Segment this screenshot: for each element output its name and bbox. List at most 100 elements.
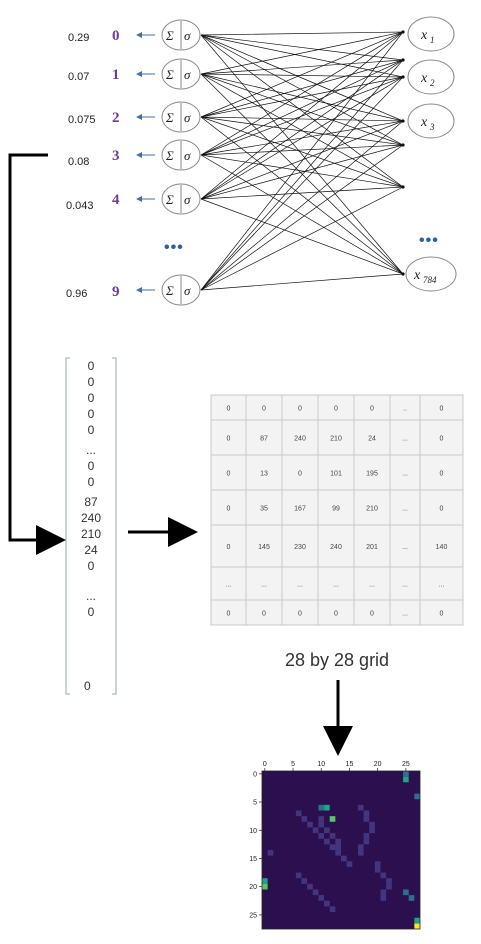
sum-symbol: Σ [165, 148, 174, 163]
connection-line [200, 73, 404, 78]
heatmap-cell [363, 810, 370, 817]
y-tick-label: 0 [253, 771, 257, 778]
grid-cell: 0 [334, 611, 338, 618]
connection-line [200, 154, 404, 188]
heatmap-cell [312, 889, 319, 896]
grid-cell: 0 [227, 506, 231, 513]
grid-cell: 0 [262, 611, 266, 618]
grid-cell: 0 [298, 611, 302, 618]
connection-line [200, 34, 404, 78]
connection-line [200, 116, 404, 146]
grid-cell: 0 [227, 544, 231, 551]
grid-cell: 0 [227, 436, 231, 443]
heatmap-cell [380, 872, 387, 879]
sigma-symbol: σ [184, 67, 191, 82]
heatmap-cell [403, 889, 409, 896]
heatmap-cell [374, 861, 381, 867]
y-tick-label: 10 [249, 828, 257, 835]
sigma-symbol: σ [184, 148, 191, 163]
heatmap-cell [262, 883, 268, 890]
vector-left-bracket [65, 357, 70, 695]
x-tick-label: 25 [402, 761, 410, 768]
heatmap-cell [295, 872, 302, 879]
vector-value: ... [86, 589, 96, 603]
grid-cell: 13 [260, 471, 268, 478]
heatmap-cell [307, 883, 313, 890]
heatmap-cell [324, 827, 330, 834]
grid-cell: ... [297, 582, 303, 589]
heatmap-cell [369, 821, 375, 828]
heatmap-cell [329, 906, 336, 913]
output-digit-label: 9 [112, 284, 120, 300]
vector-value: 0 [88, 375, 95, 389]
sigma-symbol: σ [184, 283, 191, 298]
heatmap-cell [267, 850, 274, 856]
heatmap-cell [357, 804, 364, 811]
vector-value: 0 [88, 559, 95, 573]
x-tick-label: 5 [291, 761, 295, 768]
grid-cell: 0 [334, 406, 338, 413]
vector-value: ... [86, 443, 96, 457]
input-subscript: 2 [430, 78, 435, 88]
heatmap-cell [329, 816, 336, 822]
connection-line [200, 76, 404, 200]
vector-value: 0 [88, 475, 95, 489]
input-neuron-x784: x 784 [405, 256, 457, 292]
heatmap-cell [386, 883, 392, 890]
connection-line [200, 76, 404, 291]
heatmap-cell [403, 771, 409, 777]
grid-cell: .. [403, 406, 407, 413]
input-ellipsis: ••• [419, 232, 439, 249]
vector-value: 0 [88, 459, 95, 473]
connection-line [200, 76, 404, 156]
connection-line [200, 59, 404, 75]
vector-value: 24 [84, 543, 98, 557]
connection-line [200, 116, 404, 188]
grid-cell: 0 [227, 471, 231, 478]
grid-cell: 0 [227, 611, 231, 618]
grid-cell: 0 [440, 436, 444, 443]
connection-node [401, 143, 405, 147]
sum-symbol: Σ [165, 192, 174, 207]
sum-symbol: Σ [165, 67, 174, 82]
grid-cell: ... [402, 582, 408, 589]
input-subscript: 1 [430, 35, 435, 45]
connection-line [200, 31, 404, 36]
connection-line [200, 144, 404, 291]
output-probability: 0.96 [66, 288, 87, 300]
connection-line [200, 120, 404, 200]
heatmap-cell [324, 900, 330, 907]
heatmap-cell [335, 850, 341, 856]
vector-value: 0 [88, 423, 95, 437]
vector-value: 210 [81, 527, 101, 541]
heatmap-cell [262, 878, 268, 884]
heatmap-cell [318, 833, 325, 839]
grid-cell: 0 [440, 506, 444, 513]
grid-cell: 230 [294, 544, 306, 551]
output-digit-label: 1 [112, 67, 120, 83]
grid-cell: 240 [330, 544, 342, 551]
input-subscript: 3 [429, 122, 435, 132]
grid-cell: 35 [260, 506, 268, 513]
heatmap-cell [301, 878, 308, 884]
heatmap-cell [369, 827, 375, 834]
grid-cell: 0 [440, 611, 444, 618]
heatmap-cell [329, 844, 336, 850]
vector-value: 0 [88, 359, 95, 373]
heatmap-cell [318, 804, 325, 811]
grid-cell: ... [402, 471, 408, 478]
grid-cell: 101 [330, 471, 342, 478]
grid-cell: 0 [440, 406, 444, 413]
y-tick-label: 15 [249, 856, 257, 863]
connection-line [200, 34, 404, 122]
heatmap-cell [324, 838, 330, 845]
grid-cell: ... [402, 611, 408, 618]
flow-arrow-elbow [8, 153, 66, 555]
heatmap-cell [408, 895, 415, 901]
heatmap-cell [341, 855, 347, 862]
grid-cell: 0 [370, 406, 374, 413]
heatmap-cell [363, 816, 370, 822]
x-tick-label: 0 [263, 761, 267, 768]
